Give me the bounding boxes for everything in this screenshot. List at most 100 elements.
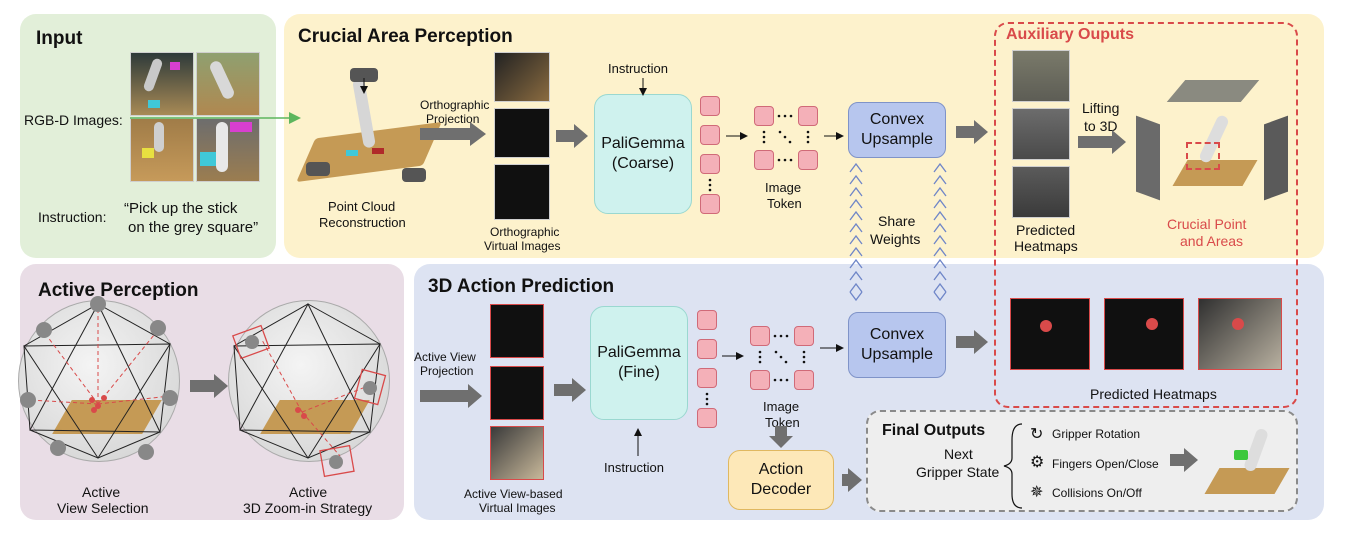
predicted-heatmaps-label-line1: Predicted <box>1016 222 1076 238</box>
share-weights-lines <box>849 162 947 302</box>
ortho-projection-label-line1: Orthographic <box>420 98 490 112</box>
zoom-camera-frames <box>231 324 387 478</box>
image-token <box>754 106 774 126</box>
final-bracket <box>1003 423 1023 509</box>
view-selection-label-line2: View Selection <box>57 500 149 516</box>
final-item-collisions: Collisions On/Off <box>1052 486 1142 500</box>
cyan-square <box>148 100 160 108</box>
active-view-image <box>490 366 544 420</box>
active-view-projection-arrow <box>420 384 482 408</box>
magenta-square <box>170 62 180 70</box>
crucial-3d-scene <box>1136 80 1290 210</box>
convex-top-line1: Convex <box>869 111 925 128</box>
share-weights-label-line1: Share <box>878 213 916 229</box>
image-token <box>794 370 814 390</box>
camera-icon <box>306 162 330 176</box>
active-wireframe <box>23 302 381 459</box>
final-item-fingers: Fingers Open/Close <box>1052 457 1159 471</box>
image-token <box>750 326 770 346</box>
convex-bottom-line1: Convex <box>869 326 925 343</box>
predicted-heatmap <box>1010 298 1090 370</box>
crucial-point-label-line2: and Areas <box>1180 233 1244 249</box>
active-view-projection-label-line2: Projection <box>420 364 474 378</box>
active-view-virtual-label-line2: Virtual Images <box>479 501 556 515</box>
gripper-icon <box>1234 450 1248 460</box>
red-square <box>372 148 384 154</box>
lifting-label-line1: Lifting <box>1082 100 1120 116</box>
active-view-image <box>490 304 544 358</box>
gears-icon: ⚙ <box>1030 454 1045 471</box>
predicted-heatmap <box>1012 166 1070 218</box>
thick-arrows <box>190 120 1198 492</box>
final-outputs-panel <box>866 410 1298 512</box>
camera-icons <box>20 296 377 469</box>
image-token <box>700 154 720 174</box>
predicted-heatmaps-label-line2: Heatmaps <box>1014 238 1078 254</box>
next-gripper-line1: Next <box>944 446 973 462</box>
magenta-square <box>230 122 252 132</box>
active-view-projection-label-line1: Active View <box>414 350 476 364</box>
final-gripper-arrow <box>1170 448 1198 472</box>
paligemma-coarse-box: PaliGemma(Coarse) <box>594 94 692 214</box>
instruction-label-bottom: Instruction <box>604 460 664 475</box>
paligemma-coarse-line2: (Coarse) <box>611 155 675 172</box>
input-title: Input <box>36 28 83 49</box>
zoom-in-label-line1: Active <box>289 484 328 500</box>
instruction-text-line2: on the grey square” <box>128 219 259 236</box>
image-token-label-line1: Image <box>765 180 802 195</box>
image-token <box>697 310 717 330</box>
camera-icon <box>402 168 426 182</box>
active-perception-title: Active Perception <box>38 280 199 301</box>
auxiliary-outputs-box <box>994 22 1298 408</box>
decoder-to-final-arrow <box>842 468 862 492</box>
view-selection-label-line1: Active <box>82 484 121 500</box>
point-cloud-scene <box>296 60 442 190</box>
crucial-points <box>89 395 307 419</box>
convex-bottom-line2: Upsample <box>860 346 934 363</box>
final-outputs-title: Final Outputs <box>882 422 986 439</box>
ortho-virtual-image <box>494 52 550 102</box>
lifting-arrow <box>1078 130 1126 154</box>
action-decoder-line1: Action <box>758 461 804 478</box>
to-paligemma-fine-arrow <box>554 378 586 402</box>
token-to-decoder-arrow <box>769 426 793 448</box>
predicted-heatmap <box>1012 50 1070 102</box>
rotation-icon: ↻ <box>1030 426 1044 443</box>
ortho-virtual-label-line2: Virtual Images <box>484 239 561 253</box>
image-token <box>697 408 717 428</box>
image-token-label-line1: Image <box>763 399 800 414</box>
image-token <box>794 326 814 346</box>
final-item-rotation: Gripper Rotation <box>1052 427 1141 441</box>
active-view-selection-arrow <box>190 374 228 398</box>
ortho-virtual-image <box>494 164 550 220</box>
camera-icon <box>350 68 378 82</box>
convex-to-aux-arrow <box>956 120 988 144</box>
collision-icon: ✵ <box>1030 484 1044 501</box>
instruction-label: Instruction: <box>38 209 107 225</box>
heatmap-dot <box>1040 320 1052 332</box>
image-token-label-line2: Token <box>765 415 800 430</box>
instruction-text-line1: “Pick up the stick <box>124 200 238 217</box>
ortho-virtual-image <box>494 108 550 158</box>
crucial-point-label-line1: Crucial Point <box>1167 216 1247 232</box>
token-ellipsis <box>705 114 810 406</box>
ortho-virtual-label-line1: Orthographic <box>490 225 560 239</box>
convex-top-line2: Upsample <box>860 131 934 148</box>
image-token <box>750 370 770 390</box>
active-view-virtual-label-line1: Active View-based <box>464 487 563 501</box>
yellow-square <box>142 148 154 158</box>
share-weights-label-line2: Weights <box>870 231 921 247</box>
to-paligemma-coarse-arrow <box>556 124 588 148</box>
lifting-label-line2: to 3D <box>1084 118 1118 134</box>
image-token <box>754 150 774 170</box>
image-token <box>798 106 818 126</box>
predicted-heatmap <box>1012 108 1070 160</box>
paligemma-fine-line1: PaliGemma <box>597 344 681 361</box>
robot-arm-image <box>154 122 164 152</box>
robot-arm-image <box>216 122 228 172</box>
active-view-image <box>490 426 544 480</box>
crucial-area-title: Crucial Area Perception <box>298 26 513 47</box>
